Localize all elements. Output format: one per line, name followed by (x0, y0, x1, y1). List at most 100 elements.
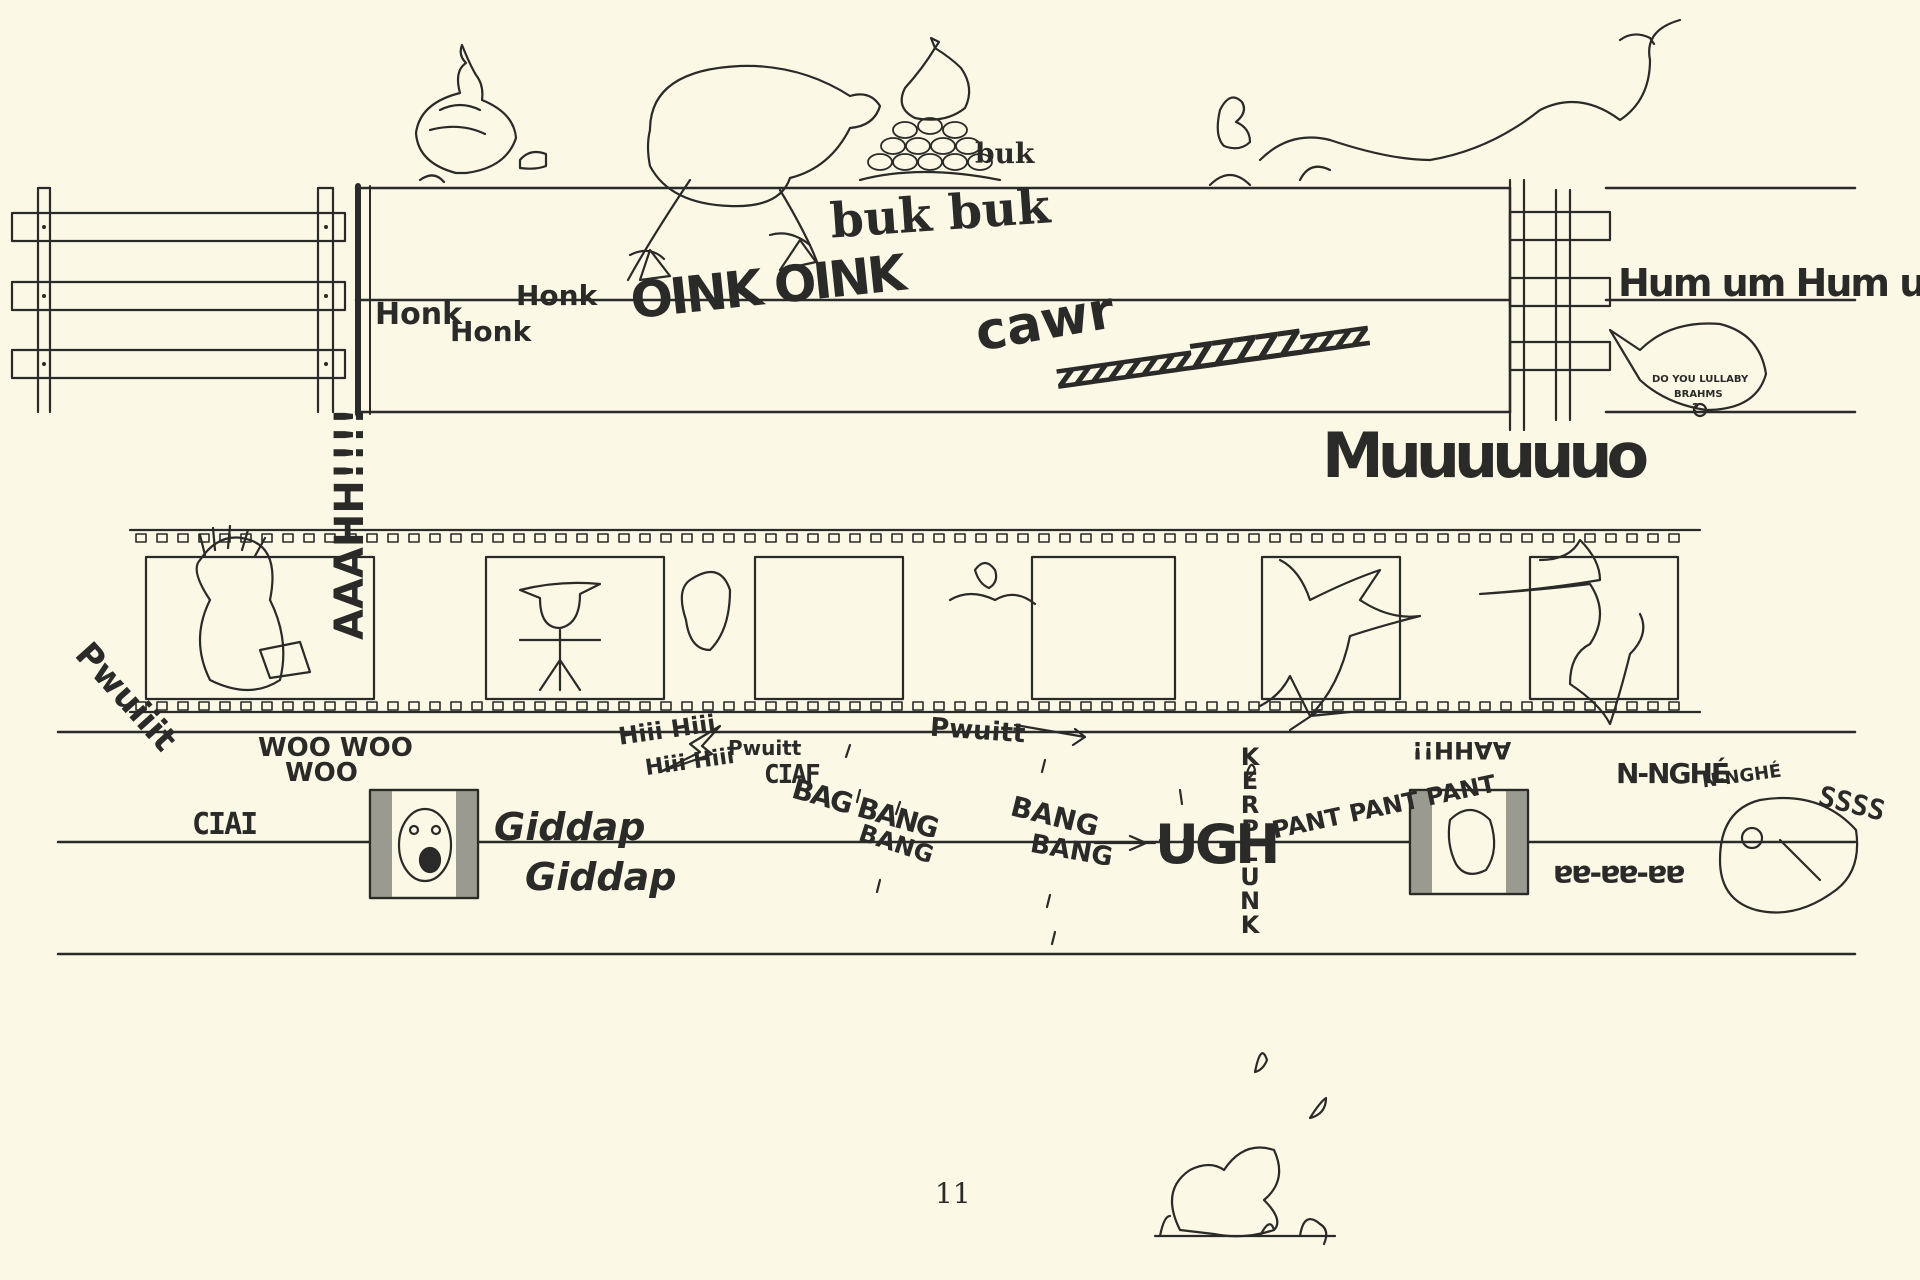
sprocket-hole (807, 533, 819, 543)
kerplunk-letter: N (1239, 887, 1261, 915)
sprocket-hole (303, 701, 315, 711)
sprocket-hole (345, 533, 357, 543)
sprocket-hole (891, 701, 903, 711)
woo-word: WOO WOO (258, 733, 413, 763)
buk-small-word: buk (975, 137, 1035, 170)
ciai-word: CIAI (192, 807, 258, 842)
sprocket-hole (471, 701, 483, 711)
sprocket-hole (828, 533, 840, 543)
hum-word: Hum um Hum um (1618, 261, 1920, 305)
giddap-word-1: Giddap (494, 805, 646, 849)
sprocket-hole (1101, 701, 1113, 711)
sprocket-hole (723, 533, 735, 543)
sign-line-1: DO YOU LULLABY (1652, 374, 1749, 385)
sprocket-hole (240, 701, 252, 711)
sprocket-hole (1437, 701, 1449, 711)
staff-1-lines (354, 183, 1857, 417)
sprocket-hole (1521, 701, 1533, 711)
sprocket-hole (345, 701, 357, 711)
sprocket-hole (618, 701, 630, 711)
sprocket-hole (807, 701, 819, 711)
sprocket-hole (408, 533, 420, 543)
sprocket-hole (744, 701, 756, 711)
sprocket-hole (639, 701, 651, 711)
sprocket-hole (1164, 533, 1176, 543)
sprocket-hole (1563, 701, 1575, 711)
sprocket-hole (576, 701, 588, 711)
sprocket-hole (1500, 533, 1512, 543)
sprocket-hole (1395, 533, 1407, 543)
sprocket-hole (1668, 533, 1680, 543)
buk-word: buk buk (828, 178, 1052, 250)
sprocket-hole (849, 701, 861, 711)
staff-2-lines (56, 730, 1857, 956)
honk-word-1: Honk (375, 297, 463, 332)
film-frame-4 (1030, 555, 1177, 701)
sprocket-hole (1605, 533, 1617, 543)
fence-left (10, 186, 347, 414)
honk-word-2: Honk (450, 315, 532, 348)
sprocket-hole (702, 701, 714, 711)
sprocket-hole (324, 533, 336, 543)
sprocket-hole (1584, 533, 1596, 543)
aahh-word-2: AAHH!! (1412, 736, 1512, 764)
sprocket-hole (828, 701, 840, 711)
sprocket-hole (282, 533, 294, 543)
sprocket-hole (933, 533, 945, 543)
sprocket-hole (1374, 701, 1386, 711)
sprocket-hole (1416, 701, 1428, 711)
sprocket-hole (1563, 533, 1575, 543)
sprocket-hole (1206, 701, 1218, 711)
woman-face-illustration (1408, 788, 1530, 896)
sprocket-hole (1038, 701, 1050, 711)
sprocket-hole (1584, 701, 1596, 711)
sprocket-hole (177, 533, 189, 543)
sprocket-hole (1500, 701, 1512, 711)
kerplunk-letter: K (1240, 911, 1260, 939)
sprocket-hole (387, 701, 399, 711)
honk-word-3: Honk (516, 279, 598, 312)
sprocket-hole (1668, 701, 1680, 711)
sprocket-hole (1353, 533, 1365, 543)
sprocket-hole (996, 533, 1008, 543)
sprocket-hole (450, 533, 462, 543)
hen-eggs-illustration (858, 36, 1002, 182)
baby-carriage-illustration (1718, 796, 1859, 914)
sprocket-hole (1542, 701, 1554, 711)
sprocket-hole (1437, 533, 1449, 543)
sprocket-hole (1479, 533, 1491, 543)
sprocket-hole (492, 533, 504, 543)
sprocket-hole (1269, 701, 1281, 711)
page-number: 11 (935, 1177, 971, 1210)
sprocket-hole (1059, 701, 1071, 711)
sprocket-hole (1164, 701, 1176, 711)
kerplunk-letter: R (1240, 791, 1260, 819)
sprocket-hole (282, 701, 294, 711)
sprocket-hole (912, 701, 924, 711)
sign-mark: ? (1692, 401, 1699, 415)
sprocket-hole (912, 533, 924, 543)
sprocket-hole (1269, 533, 1281, 543)
kerplunk-letter: L (1242, 839, 1258, 867)
sprocket-hole (1479, 701, 1491, 711)
giddap-word-2: Giddap (525, 855, 677, 899)
film-frame-1 (144, 555, 376, 701)
sprocket-hole (597, 701, 609, 711)
sprocket-hole (408, 701, 420, 711)
film-strip (128, 528, 1702, 714)
sprocket-hole (1017, 701, 1029, 711)
film-frame-3 (753, 555, 905, 701)
cowboys-illustration (518, 570, 732, 692)
sprocket-hole (1101, 533, 1113, 543)
sprocket-hole (219, 701, 231, 711)
indian-chief-illustration (195, 524, 312, 691)
sprocket-hole (366, 701, 378, 711)
sprocket-hole (1332, 701, 1344, 711)
aaa-word: aa-aa-aa (1555, 858, 1686, 893)
sprocket-hole (1290, 533, 1302, 543)
film-frame-5 (1260, 555, 1402, 701)
sprocket-hole (555, 533, 567, 543)
sprocket-hole (933, 701, 945, 711)
small-figure-illustration (948, 561, 1037, 606)
